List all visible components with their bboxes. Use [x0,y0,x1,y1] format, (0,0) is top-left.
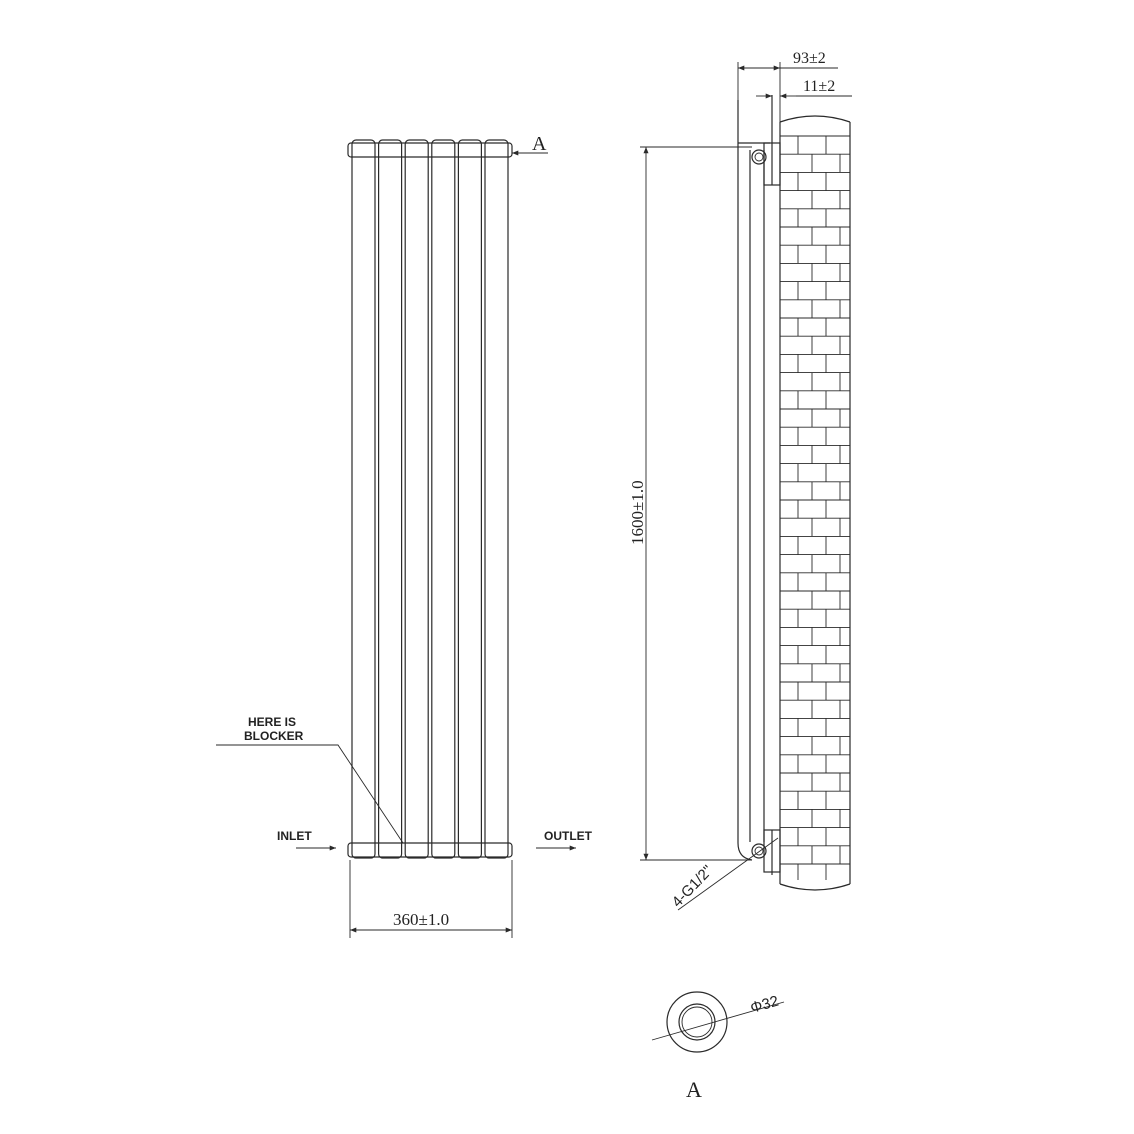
detail-view-a: Φ32 A [651,991,785,1102]
connection-label: 4-G1/2" [669,862,717,911]
blocker-leader-line [216,744,404,844]
depth-dimension-text: 93±2 [793,50,826,67]
connection-leader-line [677,837,779,911]
bottom-connection-inner [754,846,764,856]
bottom-connection [751,843,767,859]
blocker-label-line2: BLOCKER [244,729,304,743]
width-dimension-text: 360±1.0 [393,910,449,929]
wall-bottom-break [779,883,851,891]
wall-gap-dimension-text: 11±2 [803,78,835,95]
inlet-label: INLET [277,829,312,843]
panel-2 [378,139,403,859]
wall-top-break [779,115,851,123]
height-dimension-text: 1600±1.0 [628,480,647,545]
side-view: 1600±1.0 4-G1/2" 93±2 11±2 [628,50,852,911]
panel-6 [484,139,509,859]
brick-courses [780,135,850,880]
radiator-panels [351,139,509,859]
panel-3 [404,139,429,859]
diameter-label: Φ32 [748,993,780,1017]
pipe-outer-circle [666,991,728,1053]
blocker-label-line1: HERE IS [248,715,296,729]
radiator-bottom-curve [737,842,753,861]
bottom-header [347,842,513,858]
detail-section-label: A [686,1077,702,1102]
pipe-bore-circle [681,1006,713,1038]
pipe-inner-circle [678,1003,716,1041]
panel-1 [351,139,376,859]
brick-wall-icon [779,115,851,891]
panel-5 [457,139,482,859]
outlet-label: OUTLET [544,829,593,843]
top-connection [751,149,767,165]
section-a-label: A [532,133,547,155]
diameter-leader-line [651,1001,785,1041]
top-header [347,142,513,158]
panel-4 [431,139,456,859]
front-view: A 360±1.0 INLET OUTLET HERE IS BLOCKER [216,133,593,938]
top-connection-inner [754,152,764,162]
